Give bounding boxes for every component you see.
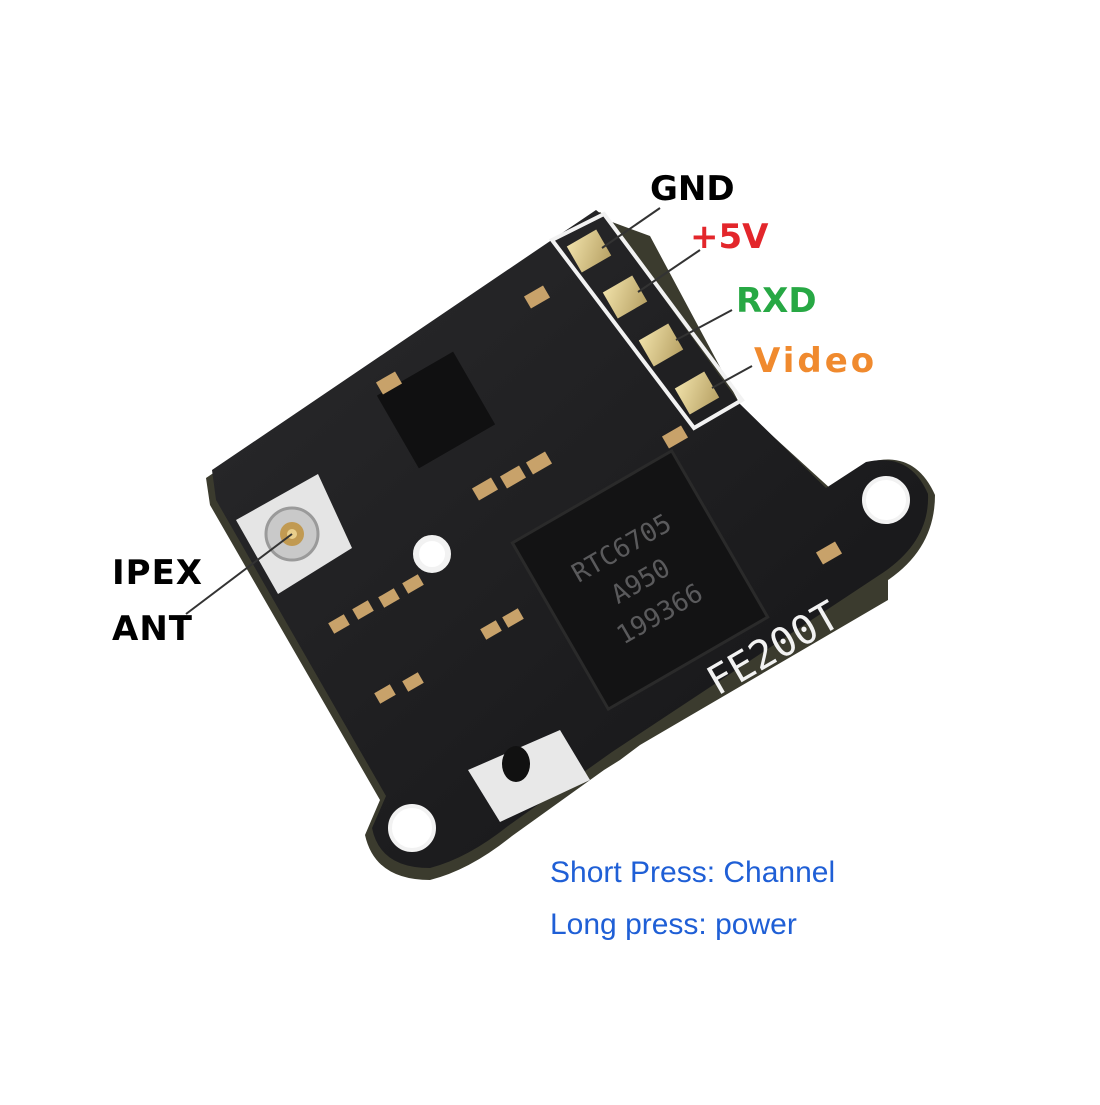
label-5v: +5V — [690, 217, 769, 257]
label-gnd: GND — [650, 169, 735, 209]
main-chip: RTC6705 A950 199366 — [510, 448, 770, 712]
smd-components — [328, 285, 843, 704]
leader-gnd — [601, 207, 661, 249]
label-ipex: IPEX — [112, 553, 203, 593]
push-button — [468, 730, 590, 822]
leader-ant — [185, 533, 293, 615]
pad-5v — [602, 275, 648, 319]
pad-video — [674, 371, 720, 415]
small-ic — [376, 351, 496, 469]
label-ant: ANT — [112, 609, 193, 649]
note-short-press: Short Press: Channel — [550, 856, 836, 889]
pad-gnd — [566, 229, 612, 273]
note-long-press: Long press: power — [550, 908, 797, 941]
leader-rxd — [675, 309, 733, 341]
pad-rxd — [638, 323, 684, 367]
leader-video — [711, 365, 753, 389]
mount-hole-right — [862, 476, 910, 524]
mount-hole-left — [388, 804, 436, 852]
leader-5v — [637, 249, 701, 293]
pad-silkscreen — [548, 211, 745, 431]
label-video: Video — [754, 341, 877, 381]
center-hole — [413, 535, 451, 573]
label-rxd: RXD — [736, 281, 817, 321]
solder-pads — [566, 229, 720, 415]
leader-lines — [185, 207, 753, 615]
